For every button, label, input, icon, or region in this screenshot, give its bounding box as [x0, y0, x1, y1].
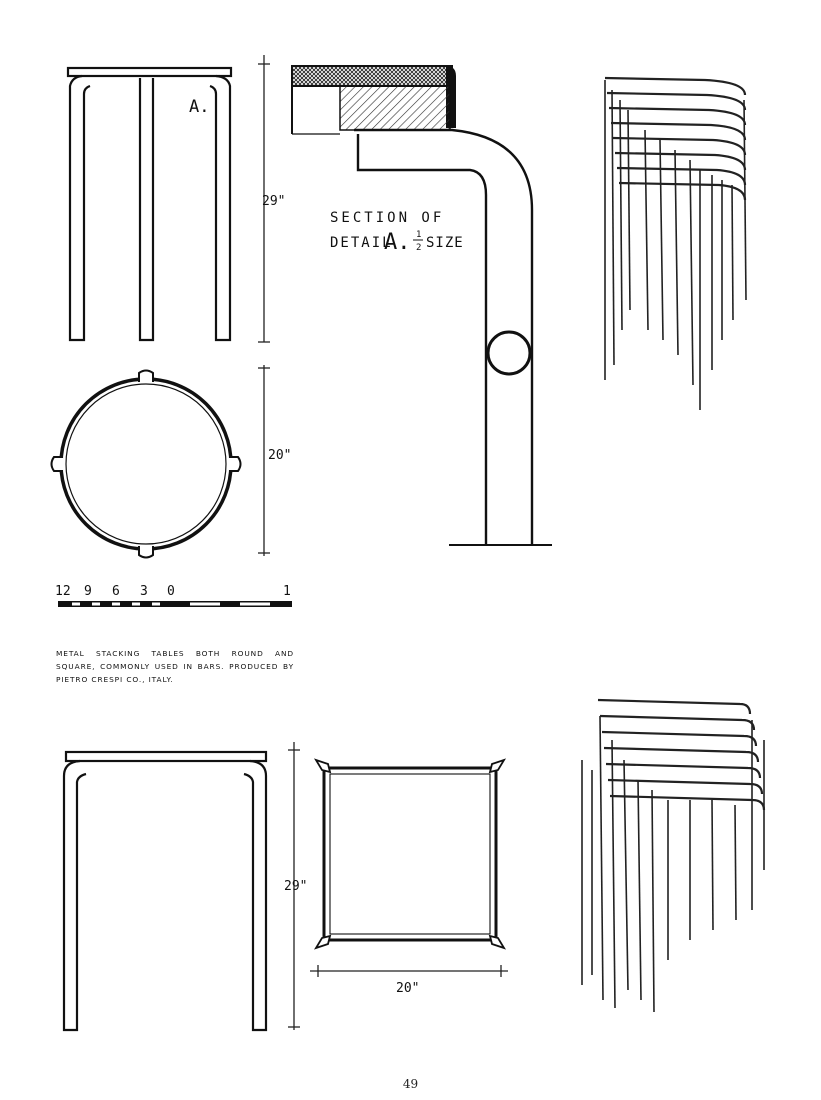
section-fraction-denominator: 2 [416, 243, 421, 253]
square-width-dimension [310, 965, 508, 977]
section-title-letter: A. [384, 230, 411, 255]
stacked-square-tables-photo [581, 698, 766, 1013]
square-width-label: 20" [396, 981, 419, 996]
detail-marker: A. [189, 97, 209, 117]
scale-label-12: 12 [55, 584, 71, 599]
round-diameter-label: 20" [268, 448, 291, 463]
round-table-plan [50, 369, 242, 559]
section-detail-drawing [291, 65, 552, 546]
page-number: 49 [402, 1077, 419, 1091]
scale-label-6: 6 [112, 584, 120, 599]
scale-label-0: 0 [167, 584, 175, 599]
round-table-elevation [66, 66, 233, 342]
section-fraction-numerator: 1 [416, 230, 421, 240]
square-table-plan [313, 758, 507, 950]
scale-label-1: 1 [283, 584, 291, 599]
round-height-label: 29" [262, 194, 285, 209]
stacked-round-tables-photo [604, 76, 747, 410]
round-height-dimension [258, 55, 270, 556]
section-title-prefix: DETAIL [330, 235, 393, 251]
square-height-dimension [288, 742, 300, 1030]
square-table-elevation [62, 750, 268, 1032]
square-height-label: 29" [284, 879, 307, 894]
scale-label-3: 3 [140, 584, 148, 599]
scale-label-9: 9 [84, 584, 92, 599]
section-title-line1: SECTION OF [330, 210, 444, 226]
section-title-suffix: SIZE [426, 235, 464, 251]
caption: METAL STACKING TABLES BOTH ROUND AND SQU… [56, 649, 294, 684]
scale-bar [58, 601, 292, 607]
